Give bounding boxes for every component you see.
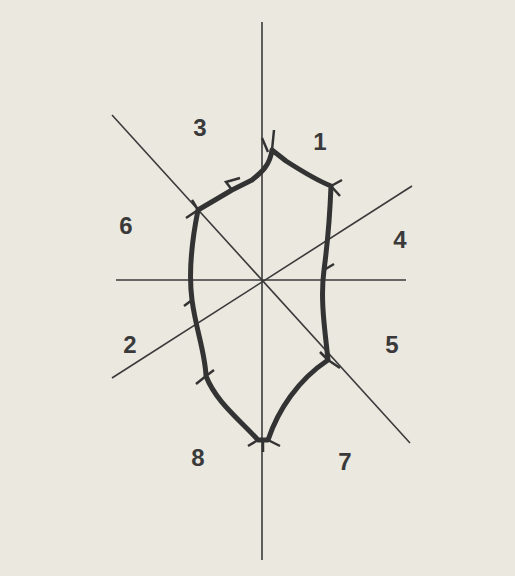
tail-tuft xyxy=(248,440,280,452)
diagonal-line xyxy=(112,186,412,378)
region-number: 3 xyxy=(193,116,206,140)
neck-tuft xyxy=(262,130,274,152)
region-number: 5 xyxy=(385,333,398,357)
region-number: 6 xyxy=(119,214,132,238)
region-number: 8 xyxy=(191,446,204,470)
division-lines xyxy=(112,22,412,560)
side-tuft xyxy=(184,264,334,306)
hide-tufts xyxy=(184,130,342,452)
ear-tuft xyxy=(226,178,240,190)
hide-outline xyxy=(190,150,331,440)
diagonal-line xyxy=(112,115,410,443)
region-number: 2 xyxy=(123,333,136,357)
region-number: 7 xyxy=(338,450,351,474)
leg-tuft xyxy=(320,352,340,368)
region-number: 1 xyxy=(313,130,326,154)
leg-tuft xyxy=(196,370,214,384)
region-number: 4 xyxy=(393,228,406,252)
leg-tuft xyxy=(186,200,198,218)
axis-line xyxy=(261,22,263,560)
leg-tuft xyxy=(331,180,342,196)
